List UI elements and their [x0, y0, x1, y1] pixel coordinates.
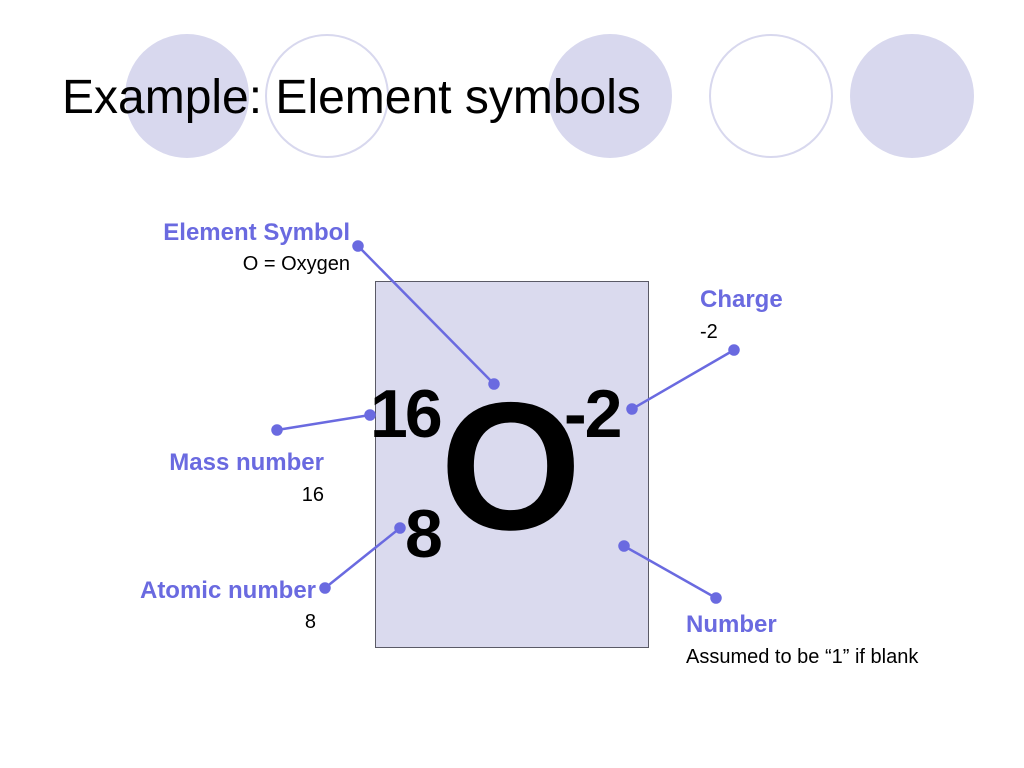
charge-label: Charge — [700, 286, 783, 313]
element-symbol-label: Element Symbol — [163, 219, 350, 246]
charge-value: -2 — [564, 376, 622, 452]
mass-number-value: 16 — [370, 376, 443, 452]
charge-connector-start — [728, 344, 740, 356]
decorative-circle-1 — [125, 34, 249, 158]
charge-detail: -2 — [700, 321, 718, 343]
mass-number-label: Mass number — [169, 449, 324, 476]
element-symbol: O — [440, 364, 582, 568]
slide-title: Example: Element symbols — [62, 71, 641, 124]
decorative-circle-3 — [548, 34, 672, 158]
number-detail: Assumed to be “1” if blank — [686, 646, 919, 668]
mass-number-connector-start — [271, 424, 283, 436]
decorative-circle-5 — [850, 34, 974, 158]
mass-number-connector — [276, 413, 371, 432]
element-card — [375, 281, 649, 648]
atomic-number-label: Atomic number — [139, 577, 316, 604]
element-symbol-connector-start — [352, 240, 364, 252]
decorative-circle-2 — [265, 34, 389, 158]
atomic-number-value: 8 — [405, 496, 443, 572]
decorative-circle-4 — [709, 34, 833, 158]
element-symbol-detail: O = Oxygen — [242, 253, 350, 275]
atomic-number-detail: 8 — [304, 611, 316, 633]
atomic-number-connector-start — [319, 582, 331, 594]
number-label: Number — [686, 611, 777, 638]
number-connector-end — [710, 592, 722, 604]
mass-number-detail: 16 — [301, 484, 324, 506]
